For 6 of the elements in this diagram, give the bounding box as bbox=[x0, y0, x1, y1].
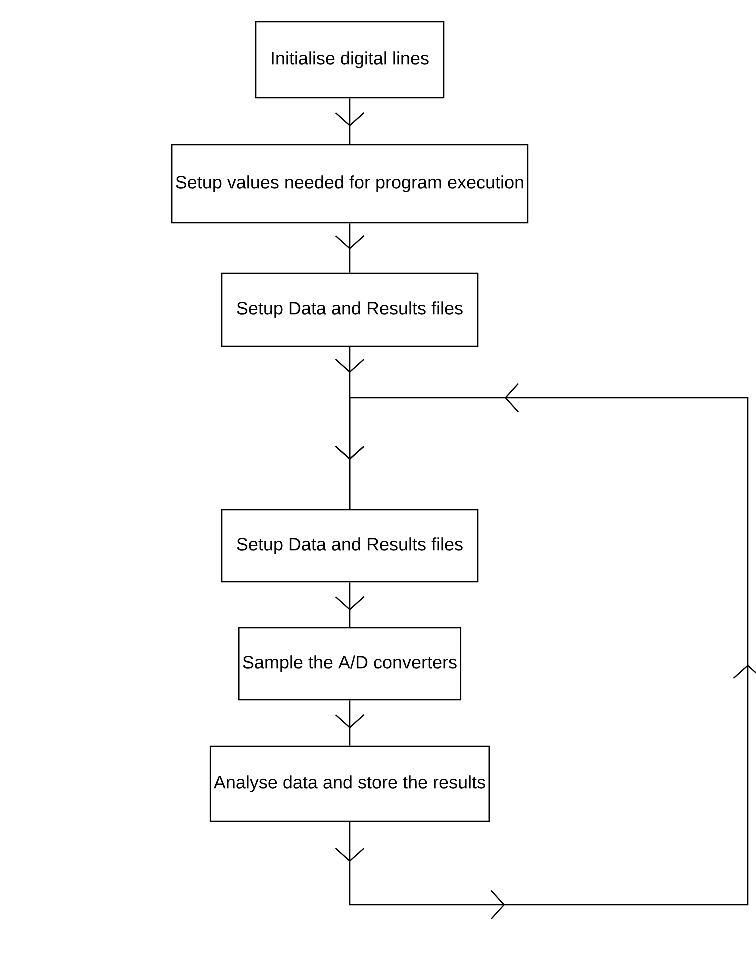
process-box: Setup Data and Results files bbox=[221, 272, 479, 348]
process-box: Setup Data and Results files bbox=[221, 509, 479, 583]
process-box: Initialise digital lines bbox=[255, 21, 445, 99]
process-box: Setup values needed for program execution bbox=[171, 144, 529, 224]
process-box: Sample the A/D converters bbox=[238, 627, 462, 701]
process-box: Analyse data and store the results bbox=[210, 746, 490, 822]
